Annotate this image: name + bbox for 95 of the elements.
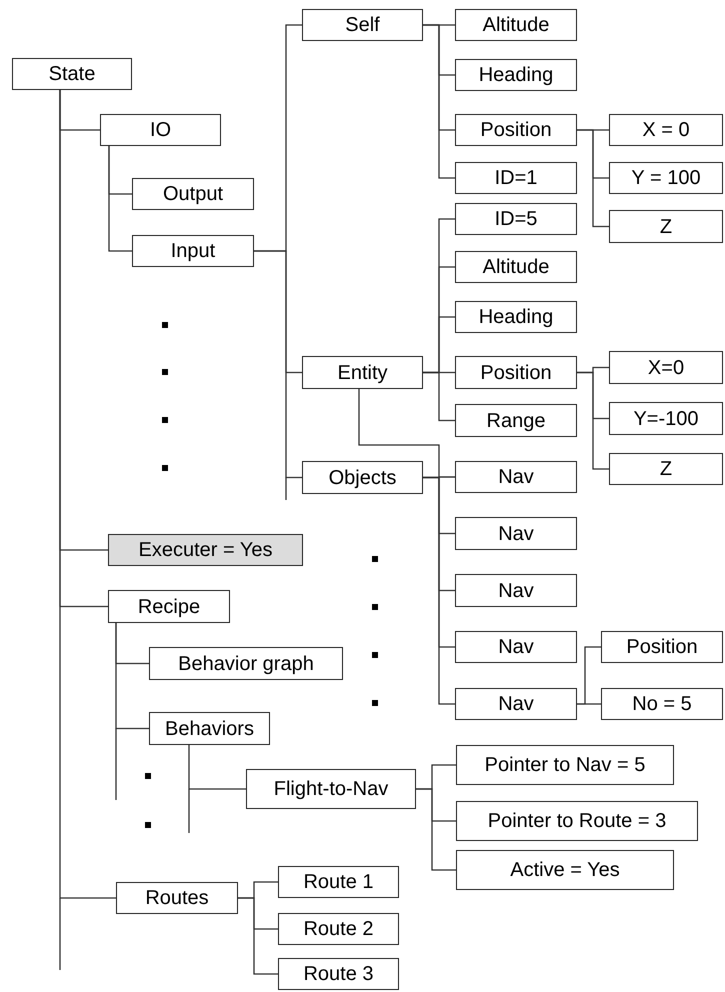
tree-node-box: [455, 59, 577, 91]
tree-node-box: [455, 404, 577, 437]
tree-node-box: [455, 162, 577, 194]
node-label: Z: [660, 459, 672, 479]
node-label: Behaviors: [165, 718, 254, 738]
tree-node-box: [456, 850, 674, 890]
node-label: Output: [162, 184, 224, 204]
tree-node-box: [601, 688, 723, 720]
tree-node-box: [278, 913, 399, 945]
tree-node-box: [132, 235, 254, 267]
node-label: Z: [660, 216, 672, 236]
tree-node-box: [455, 631, 577, 663]
tree-node-box: [609, 351, 723, 384]
connector-line: [115, 623, 149, 730]
tree-node-box: [455, 461, 577, 493]
connector-line: [59, 90, 116, 899]
connector-line: [254, 250, 302, 478]
tree-node-box: [609, 453, 723, 485]
tree-node-box: [455, 203, 577, 235]
node-label: Executer = Yes: [138, 540, 272, 560]
node-label: Flight-to-Nav: [274, 779, 388, 799]
tree-node-box: [455, 688, 577, 720]
node-label: Behavior graph: [178, 654, 314, 674]
tree-node-box: [302, 461, 423, 494]
node-label: No = 5: [632, 694, 692, 714]
connector-line: [423, 372, 455, 422]
tree-node-box: [278, 958, 399, 990]
tree-node-box: [246, 769, 416, 809]
node-label: Self: [345, 15, 380, 35]
tree-node-box: [108, 590, 230, 623]
node-label: Objects: [328, 468, 396, 488]
node-label: Position: [480, 362, 552, 382]
node-label: Y = 100: [631, 168, 701, 188]
tree-node-box: [278, 866, 399, 898]
connector-line: [238, 897, 278, 975]
node-label: X = 0: [642, 120, 690, 140]
node-label: Input: [170, 241, 216, 261]
tree-node-box: [601, 631, 723, 663]
tree-node-box: [455, 114, 577, 146]
node-label: Nav: [498, 694, 534, 714]
node-label: Active = Yes: [510, 860, 620, 880]
node-label: Route 3: [303, 964, 374, 984]
connector-line: [108, 146, 132, 252]
connector-line: [188, 745, 246, 790]
node-label: Heading: [478, 307, 554, 327]
tree-node-box: [609, 402, 723, 435]
tree-node-box: [100, 114, 221, 146]
tree-node-box: [108, 534, 303, 566]
tree-node-box: [149, 712, 270, 745]
tree-node-box: [12, 58, 132, 90]
node-label: IO: [150, 120, 172, 140]
node-label: Pointer to Route = 3: [488, 811, 666, 831]
tree-node-box: [302, 356, 423, 389]
tree-node-box: [455, 574, 577, 607]
tree-node-box: [455, 9, 577, 41]
tree-node-box: [455, 301, 577, 333]
node-label: Route 2: [303, 919, 374, 939]
node-label: Y=-100: [633, 408, 699, 428]
connector-line: [423, 24, 455, 179]
node-label: Recipe: [138, 596, 200, 616]
node-label: Altitude: [482, 257, 550, 277]
node-label: Nav: [498, 637, 534, 657]
node-label: Pointer to Nav = 5: [484, 755, 646, 775]
tree-node-box: [455, 251, 577, 283]
node-label: Nav: [498, 467, 534, 487]
tree-node-box: [609, 210, 723, 243]
tree-node-box: [455, 517, 577, 550]
tree-node-box: [302, 9, 423, 41]
node-label: Position: [480, 120, 552, 140]
tree-node-box: [609, 162, 723, 194]
node-label: Route 1: [303, 872, 374, 892]
connector-line: [416, 788, 456, 871]
node-label: Routes: [145, 888, 209, 908]
connector-line: [423, 476, 455, 705]
tree-node-box: [609, 114, 723, 146]
node-label: Entity: [337, 362, 388, 382]
node-label: Position: [626, 637, 698, 657]
node-label: Range: [486, 410, 546, 430]
node-label: State: [48, 64, 96, 84]
tree-node-box: [132, 178, 254, 210]
node-label: Nav: [498, 580, 534, 600]
node-label: ID=1: [494, 168, 538, 188]
tree-node-box: [456, 745, 674, 785]
tree-node-box: [455, 356, 577, 389]
tree-node-box: [116, 882, 238, 914]
node-label: Altitude: [482, 15, 550, 35]
node-label: Heading: [478, 65, 554, 85]
connector-line: [577, 372, 609, 470]
node-label: X=0: [648, 358, 684, 378]
node-label: ID=5: [494, 209, 538, 229]
connector-line: [577, 703, 601, 705]
tree-node-box: [149, 647, 343, 680]
node-label: Nav: [498, 524, 534, 544]
connector-line: [577, 129, 609, 228]
tree-node-box: [456, 801, 698, 841]
